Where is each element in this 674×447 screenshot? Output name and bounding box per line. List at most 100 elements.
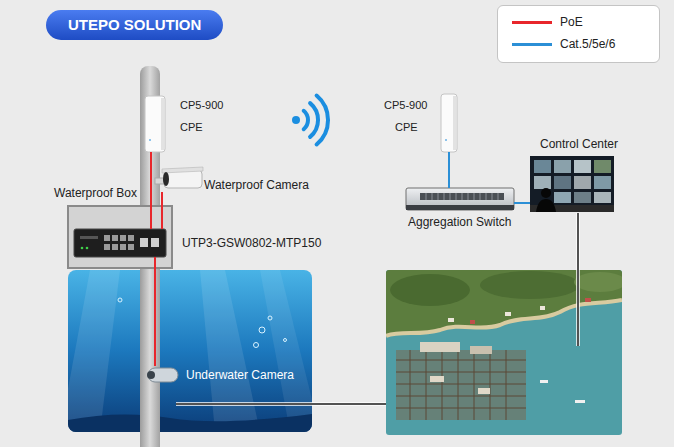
control-center: Control Center [530,156,614,212]
waterproof-box [68,206,172,268]
cpe-right [441,94,457,152]
switch-led [81,247,84,250]
cable-outline [576,213,580,346]
farm-building [470,346,492,354]
node-label: Aggregation Switch [408,215,511,229]
cpe-shade [161,98,164,150]
house [470,320,475,324]
aggregation-switch [406,188,514,210]
node-label: Waterproof Box [54,186,137,200]
waterproof-camera: Waterproof Camera [158,166,202,192]
port [120,244,126,250]
house [540,306,545,310]
screen [554,160,571,173]
node-label: CP5-900 [384,98,427,112]
underwater-camera: Underwater Camera [146,366,180,384]
port [104,244,110,250]
hill [574,272,622,292]
cpe-led [445,139,447,141]
uplink-port [140,238,148,247]
poe-switch [74,229,166,257]
fish-farm-grid [396,350,526,420]
screen [554,192,571,203]
port-dividers [426,193,498,200]
light-ray [200,270,260,432]
operator-body [536,199,556,212]
network-cable [514,202,530,204]
poe-cable [154,257,156,366]
sea [386,270,622,435]
network-cable [448,152,450,188]
cable [577,213,579,346]
screen [574,176,591,189]
wireless-dot [292,116,300,124]
screen [574,160,591,173]
sea-floor [68,414,312,432]
poe-switch: UTP3-GSW0802-MTP150 [74,229,166,257]
port [112,244,118,250]
boat [575,400,585,403]
cpe-device: CP5-900CPE [145,96,165,152]
house [448,318,454,322]
box-outline [68,206,172,268]
cpe-shade [453,96,456,150]
cpe-body [441,94,457,152]
wireless-arc [304,111,308,129]
waterproof-box: Waterproof BoxUTP3-GSW0802-MTP150 [68,206,172,268]
house [585,298,591,302]
wireless-arc [310,103,318,137]
screen [574,192,591,203]
port [104,235,110,241]
cpe-body [145,96,165,152]
light-ray [68,270,120,432]
screen [594,192,611,203]
cpe-device: CP5-900CPE [441,94,457,152]
poe-cable [150,152,152,229]
boat [540,380,548,383]
aggregation-switch: Aggregation Switch [406,188,514,210]
screen [534,176,551,189]
fish-farm [396,350,526,420]
switch-body [74,229,166,257]
port [112,235,118,241]
title-pill: UTEPO SOLUTION [46,10,223,40]
farm-hut [478,388,490,394]
camera-lens [147,371,155,379]
farm-building [420,342,460,352]
screen [594,176,611,189]
node-label: Waterproof Camera [204,178,309,192]
node-label: Underwater Camera [186,368,294,382]
light-ray [260,270,312,432]
cable-outline [176,402,416,406]
switch-led [86,247,89,250]
legend-swatch [512,43,552,46]
camera-body [148,368,178,382]
aerial-photo [386,270,622,435]
waterproof-camera [155,167,203,188]
node-label: CP5-900 [180,98,223,112]
cpe-led [149,139,151,141]
port [128,235,134,241]
underwater-camera [147,368,178,382]
legend-box: PoE Cat.5/5e/6 [497,5,660,63]
camera-lens [163,172,169,186]
camera-shield [162,167,203,173]
switch-badge [80,236,98,239]
switch-body [406,188,514,210]
screen [554,176,571,189]
bubble [254,343,259,348]
bubble [259,327,265,333]
legend-row: PoE [498,14,658,30]
legend-text: PoE [560,15,583,29]
video-wall [530,156,614,212]
operator-head [541,188,551,198]
hill [390,274,470,306]
wireless-arc [317,96,328,145]
legend-text: Cat.5/5e/6 [560,37,615,51]
bubble [284,339,287,342]
poe-cable [161,192,163,229]
bubble [118,298,122,302]
uplink-port [151,238,159,247]
